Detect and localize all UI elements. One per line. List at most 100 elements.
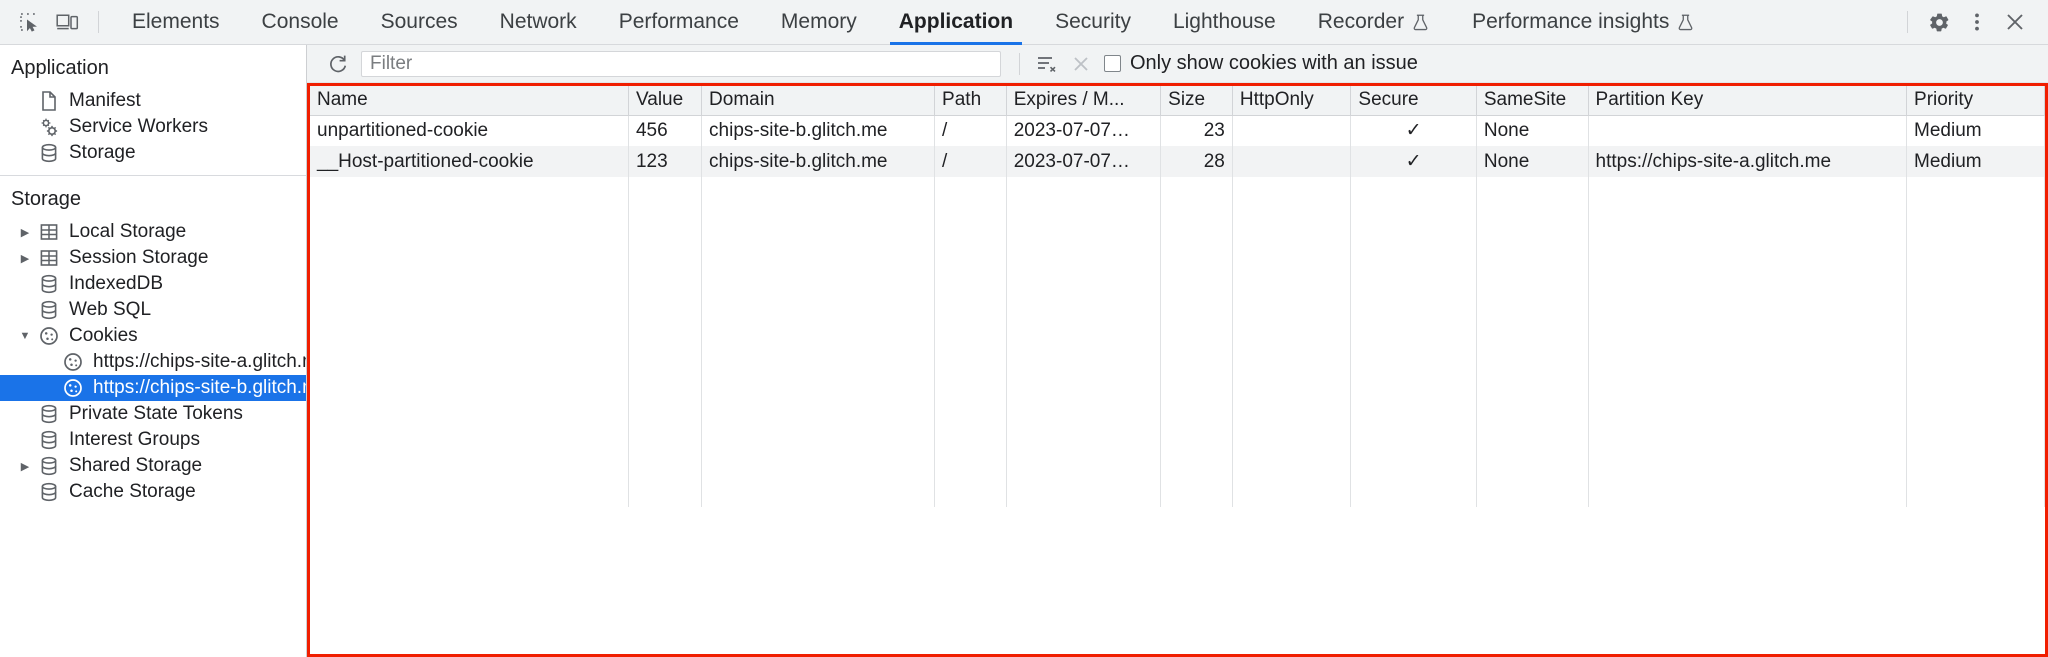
column-header-size[interactable]: Size	[1160, 86, 1233, 116]
toolbar-divider-right	[1907, 11, 1908, 33]
sidebar-item-local-storage[interactable]: ▶ Local Storage	[0, 219, 306, 245]
sidebar-item-https-chips-site-a-glitch-me[interactable]: ▶ https://chips-site-a.glitch.me	[0, 349, 306, 375]
sidebar-item-session-storage[interactable]: ▶ Session Storage	[0, 245, 306, 271]
column-header-priority[interactable]: Priority	[1906, 86, 2045, 116]
cell-name: __Host-partitioned-cookie	[310, 146, 629, 177]
search-input[interactable]	[361, 50, 1001, 77]
sidebar-section-title: Application	[11, 57, 109, 79]
database-icon	[36, 455, 62, 477]
tab-label: Recorder	[1317, 10, 1405, 33]
only-show-issues-checkbox[interactable]: Only show cookies with an issue	[1104, 52, 1418, 75]
tab-lighthouse[interactable]: Lighthouse	[1152, 0, 1297, 45]
cell-secure: ✓	[1350, 115, 1477, 146]
cell-samesite: None	[1476, 146, 1589, 177]
column-header-name[interactable]: Name	[310, 86, 629, 116]
cell-priority: Medium	[1906, 146, 2045, 177]
tab-security[interactable]: Security	[1034, 0, 1152, 45]
tab-recorder[interactable]: Recorder	[1297, 0, 1451, 45]
sidebar-item-web-sql[interactable]: ▶ Web SQL	[0, 297, 306, 323]
empty-cell	[628, 177, 703, 507]
cell-size: 23	[1160, 115, 1233, 146]
sidebar-item-label: Web SQL	[69, 299, 152, 320]
column-header-samesite[interactable]: SameSite	[1476, 86, 1589, 116]
empty-cell	[1160, 177, 1233, 507]
column-header-secure[interactable]: Secure	[1350, 86, 1477, 116]
cell-domain: chips-site-b.glitch.me	[701, 115, 936, 146]
cookie-icon	[36, 325, 62, 347]
empty-cell	[701, 177, 936, 507]
table-icon	[36, 247, 62, 269]
tab-performance-insights[interactable]: Performance insights	[1451, 0, 1716, 45]
application-sidebar[interactable]: Application▶ Manifest▶ Service Workers▶ …	[0, 45, 307, 657]
table-icon	[36, 221, 62, 243]
clear-filter-icon[interactable]	[1030, 49, 1064, 79]
tab-sources[interactable]: Sources	[360, 0, 479, 45]
sidebar-item-label: https://chips-site-a.glitch.me	[93, 351, 307, 372]
sidebar-section-storage: Storage▶ Local Storage▶ Session Storage▶…	[0, 175, 306, 514]
chevron-right-icon[interactable]: ▶	[20, 252, 30, 265]
sidebar-item-indexeddb[interactable]: ▶ IndexedDB	[0, 271, 306, 297]
database-icon	[36, 429, 62, 451]
sidebar-item-label: Shared Storage	[69, 455, 203, 476]
tab-memory[interactable]: Memory	[760, 0, 878, 45]
cell-samesite: None	[1476, 115, 1589, 146]
sidebar-item-label: Cache Storage	[69, 481, 196, 502]
column-header-partition-key[interactable]: Partition Key	[1588, 86, 1908, 116]
cookie-icon	[60, 377, 86, 399]
chevron-right-icon[interactable]: ▶	[20, 460, 30, 473]
column-header-httponly[interactable]: HttpOnly	[1232, 86, 1352, 116]
sidebar-item-storage[interactable]: ▶ Storage	[0, 140, 306, 166]
cookies-panel: Only show cookies with an issue NameValu…	[307, 45, 2048, 657]
tab-elements[interactable]: Elements	[111, 0, 241, 45]
flask-icon	[1411, 13, 1430, 32]
sidebar-item-label: Private State Tokens	[69, 403, 243, 424]
column-header-path[interactable]: Path	[934, 86, 1007, 116]
tab-label: Network	[499, 10, 577, 33]
device-toolbar-icon[interactable]	[48, 5, 86, 39]
cell-partition-key	[1588, 115, 1908, 146]
close-icon[interactable]	[1996, 5, 2034, 39]
tab-application[interactable]: Application	[878, 0, 1034, 45]
gear-icon[interactable]	[1920, 5, 1958, 39]
sidebar-item-service-workers[interactable]: ▶ Service Workers	[0, 114, 306, 140]
sidebar-item-https-chips-site-b-glitch-me[interactable]: ▶ https://chips-site-b.glitch.me	[0, 375, 306, 401]
checkbox-box[interactable]	[1104, 55, 1121, 72]
refresh-icon[interactable]	[321, 49, 355, 79]
cell-secure: ✓	[1350, 146, 1477, 177]
sidebar-item-manifest[interactable]: ▶ Manifest	[0, 88, 306, 114]
column-header-domain[interactable]: Domain	[701, 86, 936, 116]
tab-performance[interactable]: Performance	[598, 0, 760, 45]
column-header-expires-m[interactable]: Expires / M...	[1006, 86, 1162, 116]
flask-icon	[1676, 13, 1695, 32]
cell-priority: Medium	[1906, 115, 2045, 146]
column-header-value[interactable]: Value	[628, 86, 703, 116]
cell-partition-key: https://chips-site-a.glitch.me	[1588, 146, 1908, 177]
inspect-element-icon[interactable]	[10, 5, 48, 39]
chevron-right-icon[interactable]: ▶	[20, 226, 30, 239]
cell-path: /	[934, 115, 1007, 146]
sidebar-item-private-state-tokens[interactable]: ▶ Private State Tokens	[0, 401, 306, 427]
chevron-down-icon[interactable]: ▼	[19, 330, 31, 342]
cell-httponly	[1232, 115, 1352, 146]
sidebar-item-cookies[interactable]: ▼ Cookies	[0, 323, 306, 349]
tab-label: Console	[261, 10, 339, 33]
sidebar-item-cache-storage[interactable]: ▶ Cache Storage	[0, 479, 306, 505]
empty-cell	[1006, 177, 1162, 507]
tab-network[interactable]: Network	[479, 0, 598, 45]
tab-label: Lighthouse	[1172, 10, 1276, 33]
cell-expires: 2023-07-07…	[1006, 146, 1162, 177]
sidebar-item-interest-groups[interactable]: ▶ Interest Groups	[0, 427, 306, 453]
document-icon	[36, 90, 62, 112]
empty-cell	[934, 177, 1007, 507]
tab-console[interactable]: Console	[241, 0, 360, 45]
sidebar-item-label: IndexedDB	[69, 273, 164, 294]
kebab-menu-icon[interactable]	[1958, 5, 1996, 39]
clear-all-icon[interactable]	[1064, 49, 1098, 79]
sidebar-item-shared-storage[interactable]: ▶ Shared Storage	[0, 453, 306, 479]
